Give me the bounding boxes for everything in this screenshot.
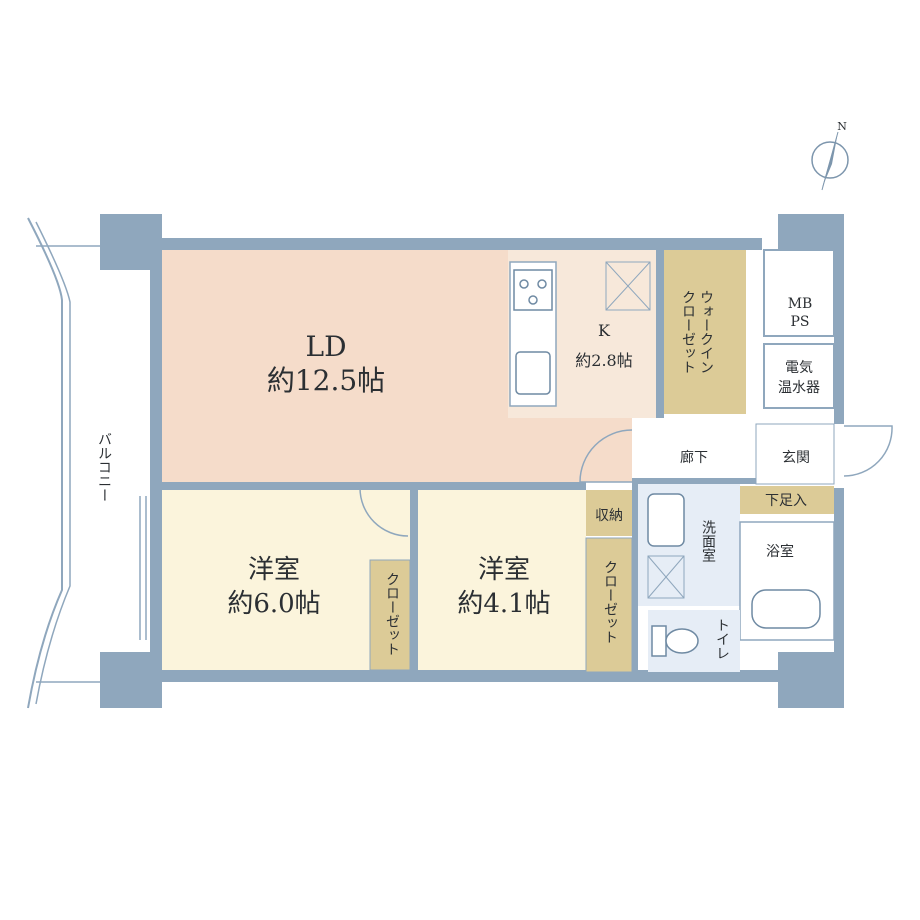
balcony-railing [27, 217, 63, 709]
shoebox-label: 下足入 [765, 493, 807, 509]
sink-icon [515, 351, 551, 395]
entrance-label: 玄関 [782, 449, 810, 466]
closet-bedroom2 [585, 537, 633, 673]
fridge-space [605, 261, 651, 311]
wall-right-upper [834, 238, 844, 424]
wall-kitchen-right [656, 250, 664, 418]
kitchen-counter [509, 261, 557, 407]
room-walkin-closet [664, 250, 746, 414]
pillar-bottom-left [100, 652, 162, 708]
walls [100, 214, 844, 708]
bedroom2-closet-label: クローゼット [602, 560, 618, 644]
bedroom1-door [359, 487, 409, 537]
room-kitchen-size: 約2.8帖 [575, 351, 632, 370]
washbasin-icon [647, 493, 685, 547]
room-hallway [632, 424, 756, 478]
walkin-label-1: ウォークイン [698, 290, 714, 374]
balcony-label: バルコニー [96, 432, 112, 502]
bedroom1-closet-label: クローゼット [384, 572, 400, 656]
room-storage [586, 490, 632, 536]
room-ld [162, 250, 508, 482]
wall-right-lower [834, 488, 844, 678]
closet-bedroom1 [369, 559, 411, 671]
room-ld-name: LD [305, 330, 346, 363]
room-kitchen-name: K [598, 321, 611, 340]
room-bedroom2 [418, 490, 586, 670]
kitchen-lower [508, 418, 632, 482]
bedroom1-size: 約6.0帖 [227, 589, 320, 619]
wall-top [150, 238, 762, 250]
mbps-label-2: PS [790, 314, 809, 330]
bathtub-icon [751, 589, 821, 629]
washroom-label: 洗面室 [700, 520, 716, 562]
wall-left-lower [150, 488, 162, 678]
bathroom-label: 浴室 [766, 543, 794, 560]
bedroom1-name: 洋室 [248, 555, 300, 585]
windows [139, 290, 157, 640]
wall-bedroom-divider [410, 482, 418, 672]
bedroom2-size: 約4.1帖 [457, 589, 550, 619]
lobby-door [579, 429, 633, 483]
toilet-icon [651, 625, 699, 657]
wall-hall-bottom [632, 478, 834, 484]
balcony-railing-inner [35, 221, 71, 705]
compass-label: N [837, 120, 847, 133]
heater-label-2: 温水器 [778, 380, 820, 396]
room-ld-size: 約12.5帖 [267, 364, 385, 397]
entrance-door [843, 425, 893, 477]
wall-bottom [150, 670, 780, 682]
walkin-label-2: クローゼット [680, 290, 696, 374]
room-entrance [755, 423, 835, 485]
room-heater [763, 343, 835, 409]
wall-mid-horizontal [162, 482, 586, 490]
washer-space [647, 555, 685, 599]
room-bedroom1 [162, 490, 410, 670]
stove-icon [513, 269, 553, 311]
balcony [27, 217, 100, 709]
hallway-label: 廊下 [680, 449, 708, 466]
room-mbps [763, 249, 835, 337]
heater-label-1: 電気 [785, 360, 813, 376]
storage-label: 収納 [595, 508, 623, 524]
pillar-top-right [778, 214, 844, 254]
toilet-label: トイレ [714, 618, 730, 660]
mbps-label-1: MB [788, 296, 813, 312]
pillar-top-left [100, 214, 162, 270]
room-shoebox [740, 486, 834, 514]
pillar-bottom-right [778, 652, 844, 708]
compass-icon [811, 131, 849, 191]
wall-wet-left [632, 484, 638, 674]
bedroom2-name: 洋室 [478, 555, 530, 585]
